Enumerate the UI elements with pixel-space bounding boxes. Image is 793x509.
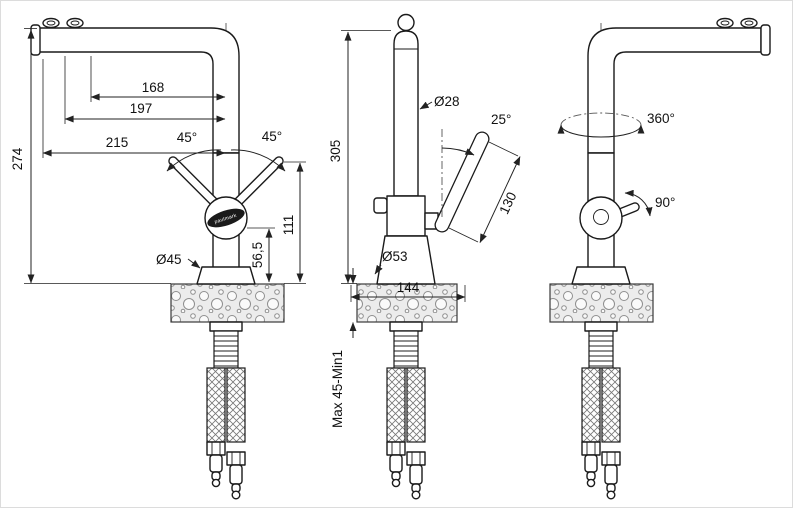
countertop: [170, 283, 285, 323]
dim-total-height: 274: [10, 147, 25, 170]
dim-lever-length: 130: [496, 190, 519, 217]
countertop: [549, 283, 654, 323]
faucet-body: [373, 131, 490, 285]
dim-base-diameter: Ø45: [156, 252, 182, 267]
faucet-spout: [587, 17, 771, 154]
faucet-body: [571, 152, 640, 285]
dim-lever-swing-left: 45°: [177, 130, 197, 145]
dim-lever-swing-right: 45°: [262, 129, 282, 144]
dim-base-span: 144: [397, 280, 420, 295]
spout-top-knob: [397, 13, 415, 32]
dim-swivel-range: 360°: [647, 111, 675, 126]
dim-reach-168: 168: [142, 80, 165, 95]
faucet-base: [196, 266, 256, 285]
dimensions-left-view: 274 168 197 215 45° 45° Ø45 111: [10, 28, 306, 284]
dim-handle-turn: 90°: [655, 195, 675, 210]
dim-height-56-5: 56,5: [250, 242, 265, 268]
mixer-ball: [579, 196, 623, 240]
faucet-body: paulmark: [168, 152, 284, 285]
side-outlet: [373, 197, 388, 214]
faucet-spout: [30, 17, 240, 154]
faucet-base: [571, 266, 631, 285]
lever-handle: [434, 131, 490, 233]
faucet-spout: [393, 13, 419, 197]
aerator-tip: [760, 24, 771, 56]
front-view: 305 Ø28 25° 130 Ø53 144 Max 45-M: [328, 13, 521, 500]
side-right-view: 360° 90°: [549, 17, 771, 500]
lever-left: [168, 156, 222, 210]
side-left-view: paulmark 274 168 197 215 45°: [10, 17, 306, 500]
dim-reach-215: 215: [106, 135, 129, 150]
dim-spout-diameter: Ø28: [434, 94, 460, 109]
dim-reach-197: 197: [130, 101, 153, 116]
dim-height-111: 111: [281, 215, 296, 236]
aerator-tip: [30, 24, 41, 56]
lever-right: [230, 156, 284, 210]
faucet-base: [376, 235, 436, 285]
mounting-hardware-hoses: [386, 321, 426, 500]
dim-lever-tilt: 25°: [491, 112, 511, 127]
mounting-hardware-hoses: [581, 321, 621, 500]
dim-mounting-thickness: Max 45-Min1: [330, 350, 345, 428]
dimensions-right-view: 360° 90°: [557, 111, 675, 217]
mounting-hardware-hoses: [206, 321, 246, 500]
dim-body-diameter: Ø53: [382, 249, 408, 264]
dim-height-305: 305: [328, 140, 343, 163]
dimensions-front-view: 305 Ø28 25° 130 Ø53 144 Max 45-M: [328, 30, 521, 428]
